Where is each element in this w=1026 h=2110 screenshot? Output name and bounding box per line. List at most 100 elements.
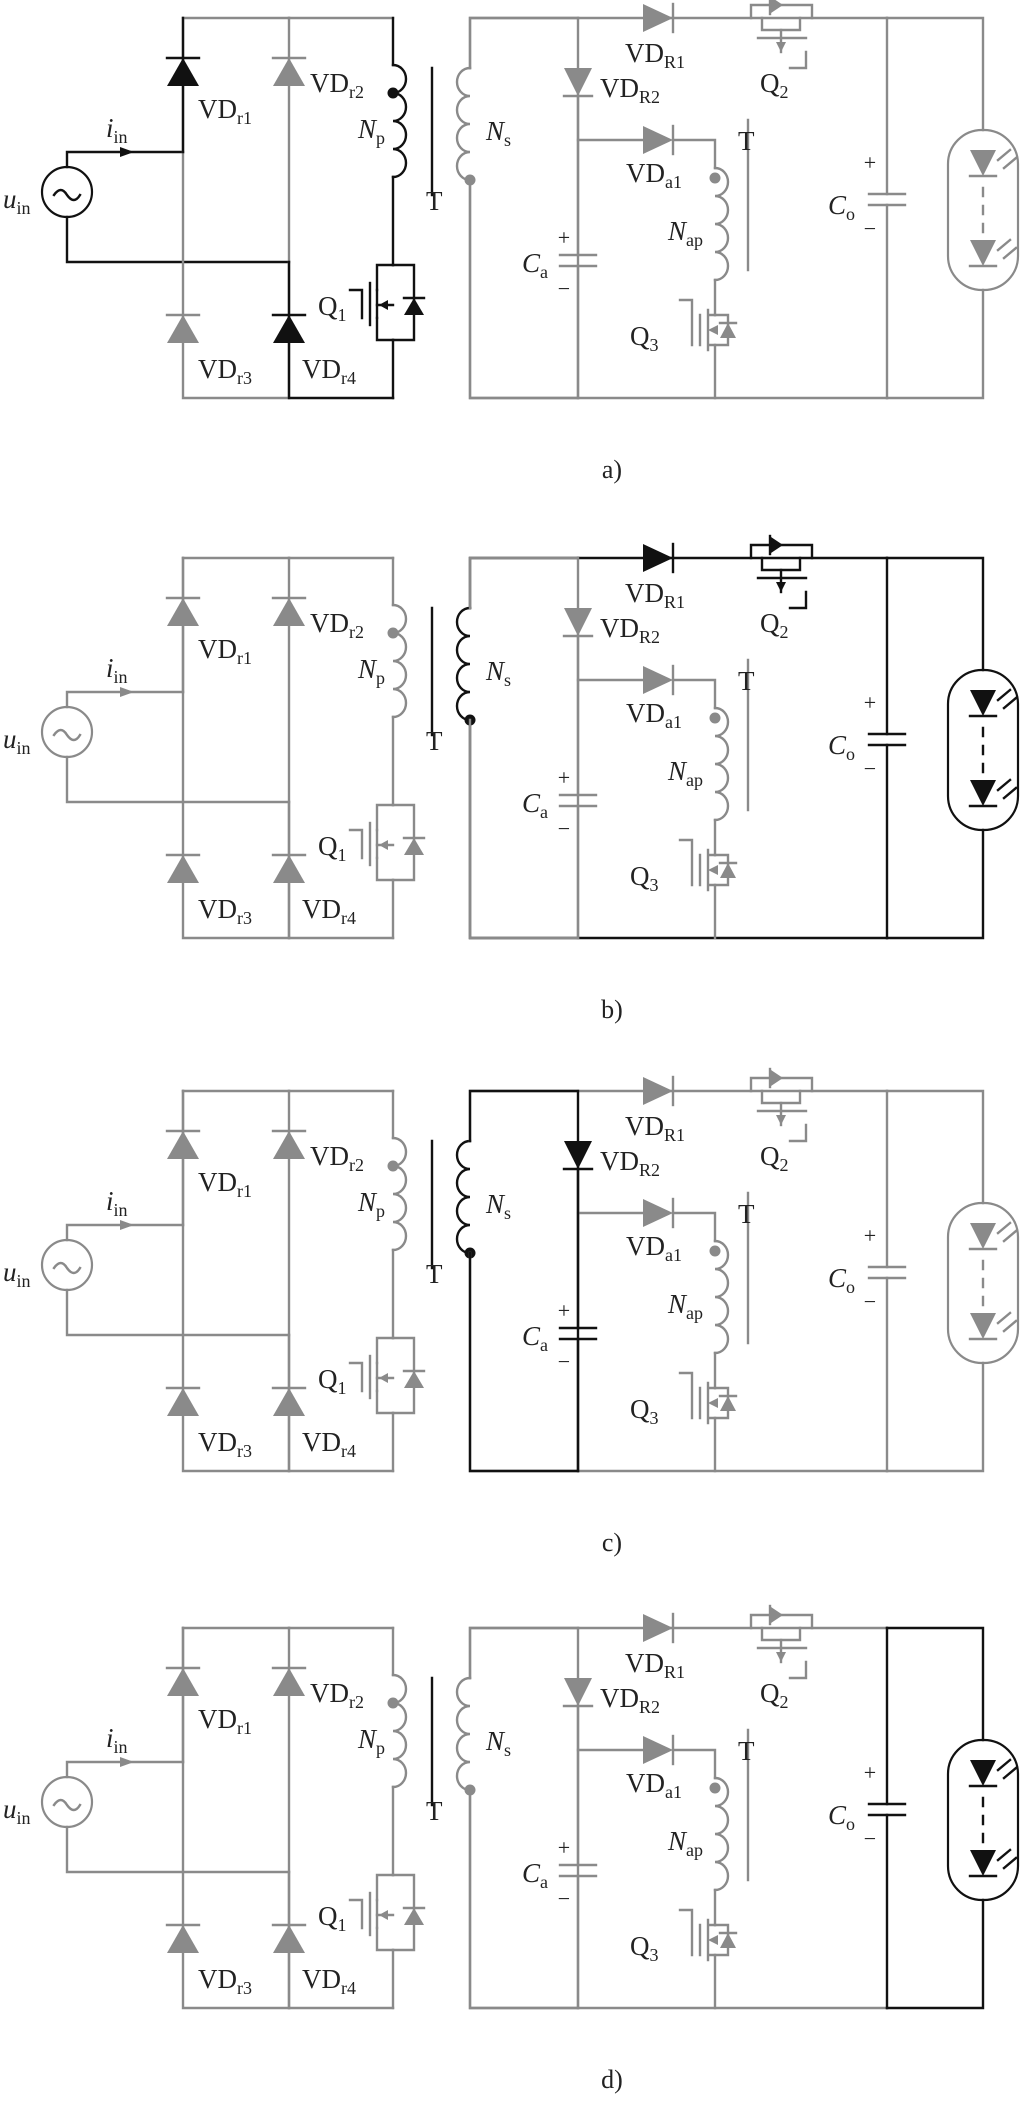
diode-vdR2 xyxy=(562,608,594,638)
np-polarity-dot xyxy=(387,1697,399,1709)
transformer-label: T xyxy=(426,1259,443,1289)
q2-label: Q2 xyxy=(760,68,789,102)
auxiliary-branch xyxy=(576,118,750,400)
transformer-label: T xyxy=(426,186,443,216)
diode-vdr1 xyxy=(165,1089,201,1227)
diode-vdr3 xyxy=(165,853,201,883)
ac-source-symbol xyxy=(40,705,94,759)
input-current-label: iin xyxy=(106,653,128,687)
diode-vdr1 xyxy=(165,556,201,694)
ns-label: Ns xyxy=(485,1726,511,1760)
ac-input-branch xyxy=(40,1757,291,1874)
transformer-t-aux-label: T xyxy=(738,126,755,156)
current-arrow-icon xyxy=(120,147,134,157)
secondary-winding xyxy=(455,1139,472,1255)
secondary-top-wire xyxy=(468,556,889,940)
ns-label: Ns xyxy=(485,656,511,690)
source-voltage-label: uin xyxy=(3,184,31,218)
np-label: Np xyxy=(357,1187,385,1221)
co-plus-sign: + xyxy=(864,1760,876,1785)
co-plus-sign: + xyxy=(864,690,876,715)
capacitor-ca xyxy=(558,94,598,400)
vdR1-label: VDR1 xyxy=(625,38,685,72)
q1-label: Q1 xyxy=(318,291,347,325)
diode-vdR1 xyxy=(643,1075,675,1107)
diode-vdR2 xyxy=(562,1678,594,1708)
ac-input-branch xyxy=(40,147,291,264)
co-label: Co xyxy=(828,190,855,224)
q2-label: Q2 xyxy=(760,1141,789,1175)
diode-vdr4 xyxy=(271,800,395,940)
co-label: Co xyxy=(828,730,855,764)
transformer-t-aux-label: T xyxy=(738,666,755,696)
input-current-label: iin xyxy=(106,1723,128,1757)
diode-vdr4 xyxy=(271,1870,395,2010)
mosfet-q2 xyxy=(749,0,814,70)
secondary-winding xyxy=(455,1676,472,1792)
co-label: Co xyxy=(828,1800,855,1834)
ns-label: Ns xyxy=(485,1189,511,1223)
ac-input-branch xyxy=(40,1220,291,1337)
vdr4-label: VDr4 xyxy=(302,1964,356,1998)
vda1-label: VDa1 xyxy=(626,1768,682,1802)
diode-vdr4 xyxy=(271,260,395,400)
q2-label: Q2 xyxy=(760,1678,789,1712)
capacitor-co xyxy=(867,16,907,400)
auxiliary-branch xyxy=(576,1191,750,1473)
ns-label: Ns xyxy=(485,116,511,150)
diode-vdR1 xyxy=(643,542,675,574)
co-minus-sign: − xyxy=(864,216,876,241)
q1-label: Q1 xyxy=(318,831,347,865)
vdR2-label: VDR2 xyxy=(600,1683,660,1717)
secondary-ca-loop xyxy=(468,556,580,940)
capacitor-co xyxy=(867,1089,907,1473)
capacitor-co xyxy=(867,556,907,940)
diode-vdr2 xyxy=(271,1089,395,1159)
secondary-ca-loop xyxy=(468,1626,580,2010)
vdr1-label: VDr1 xyxy=(198,94,252,128)
vdr3-label: VDr3 xyxy=(198,1964,252,1998)
diode-vdr2 xyxy=(271,556,395,626)
ca-plus-sign: + xyxy=(558,225,570,250)
mosfet-q2 xyxy=(749,534,814,610)
mosfet-q1 xyxy=(348,1336,426,1415)
ca-minus-sign: − xyxy=(558,1886,570,1911)
current-arrow-icon xyxy=(120,1220,134,1230)
auxiliary-branch xyxy=(576,1728,750,2010)
secondary-top-wire xyxy=(468,1089,889,1473)
diode-vdr3 xyxy=(165,1386,201,1416)
primary-winding xyxy=(391,556,408,940)
nap-label: Nap xyxy=(667,216,703,250)
ca-label: Ca xyxy=(522,248,548,282)
ca-minus-sign: − xyxy=(558,276,570,301)
vdr4-label: VDr4 xyxy=(302,894,356,928)
diode-vdr1 xyxy=(165,16,201,154)
vdR1-label: VDR1 xyxy=(625,1648,685,1682)
ca-label: Ca xyxy=(522,1321,548,1355)
bridge-frame xyxy=(181,16,291,400)
transformer-label: T xyxy=(426,726,443,756)
source-voltage-label: uin xyxy=(3,724,31,758)
mosfet-q2 xyxy=(749,1067,814,1143)
q3-label: Q3 xyxy=(630,861,659,895)
diode-vdr3 xyxy=(165,313,201,343)
np-label: Np xyxy=(357,114,385,148)
co-minus-sign: − xyxy=(864,1289,876,1314)
ca-label: Ca xyxy=(522,1858,548,1892)
vdR2-label: VDR2 xyxy=(600,613,660,647)
vdr1-label: VDr1 xyxy=(198,1167,252,1201)
capacitor-ca xyxy=(558,1704,598,2010)
vdr2-label: VDr2 xyxy=(310,1678,364,1712)
source-voltage-label: uin xyxy=(3,1794,31,1828)
ca-minus-sign: − xyxy=(558,816,570,841)
ac-source-symbol xyxy=(40,1775,94,1829)
secondary-top-wire xyxy=(468,16,889,400)
nap-label: Nap xyxy=(667,756,703,790)
circuit-panel-2: uin iin VDr1 VDr2 VDr3 VDr4 Np T xyxy=(3,534,1020,1024)
ca-plus-sign: + xyxy=(558,765,570,790)
ac-source-symbol xyxy=(40,165,94,219)
capacitor-co xyxy=(867,1626,907,2010)
np-polarity-dot xyxy=(387,87,399,99)
diode-vdr2 xyxy=(271,1626,395,1696)
q2-label: Q2 xyxy=(760,608,789,642)
